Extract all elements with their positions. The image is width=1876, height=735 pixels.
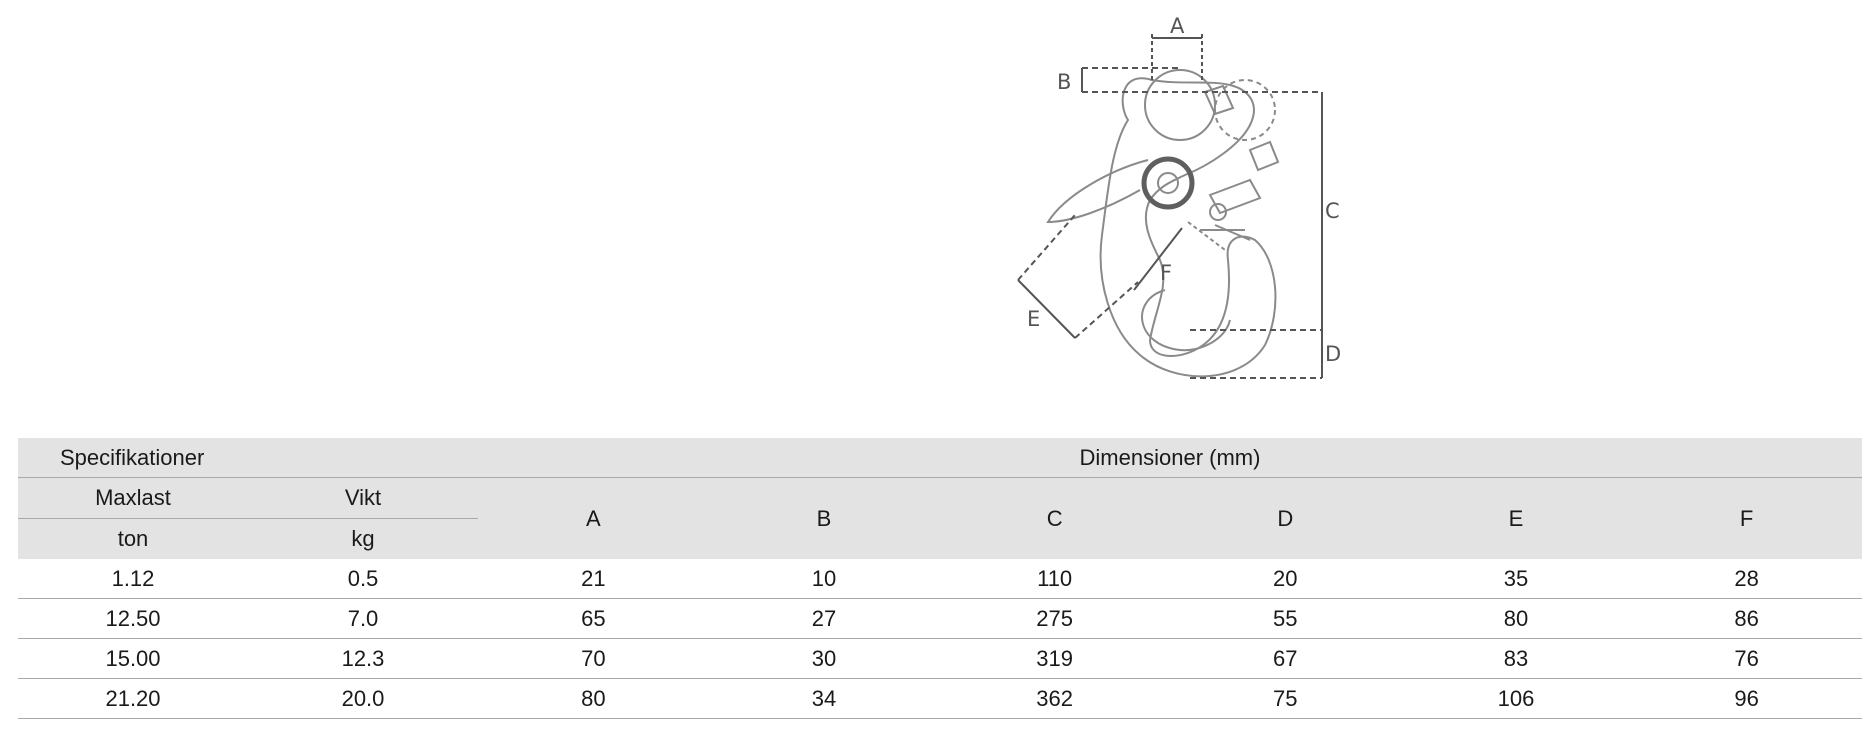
header-dim-f: F <box>1631 477 1862 559</box>
hook-pin <box>1141 156 1195 210</box>
header-dim-a: A <box>478 477 709 559</box>
cell-dim-a: 21 <box>478 559 709 599</box>
cell-dim-d: 20 <box>1169 559 1401 599</box>
header-unit-kg: kg <box>248 518 478 559</box>
diagram-label-c: C <box>1325 199 1340 223</box>
cell-dim-d: 55 <box>1169 598 1401 639</box>
cell-weight: 20.0 <box>248 678 478 719</box>
diagram-label-f: F <box>1160 261 1172 285</box>
table-row: 21.20 20.0 80 34 362 75 106 96 <box>18 678 1862 719</box>
cell-dim-a: 70 <box>478 638 709 679</box>
cell-dim-c: 362 <box>939 678 1170 719</box>
cell-dim-b: 10 <box>708 559 940 599</box>
cell-max-load: 21.20 <box>18 678 248 719</box>
table-row: 1.12 0.5 21 10 110 20 35 28 <box>18 559 1862 599</box>
cell-dim-f: 76 <box>1631 638 1862 679</box>
cell-dim-b: 27 <box>708 598 940 639</box>
header-weight: Vikt <box>248 477 478 519</box>
table-row: 15.00 12.3 70 30 319 67 83 76 <box>18 638 1862 679</box>
header-unit-ton: ton <box>18 518 248 559</box>
specification-table: Specifikationer Dimensioner (mm) Maxlast… <box>18 438 1862 719</box>
cell-dim-a: 80 <box>478 678 709 719</box>
cell-weight: 0.5 <box>248 559 478 599</box>
hook-pin-center <box>1157 172 1179 194</box>
hook-dimension-diagram: A B C D E F <box>1017 14 1341 379</box>
cell-weight: 7.0 <box>248 598 478 639</box>
header-dim-e: E <box>1400 477 1632 559</box>
cell-dim-e: 80 <box>1400 598 1632 639</box>
cell-dim-e: 35 <box>1400 559 1632 599</box>
cell-max-load: 15.00 <box>18 638 248 679</box>
cell-weight: 12.3 <box>248 638 478 679</box>
diagram-label-e: E <box>1027 307 1040 331</box>
cell-dim-b: 34 <box>708 678 940 719</box>
cell-dim-f: 96 <box>1631 678 1862 719</box>
table-row: 12.50 7.0 65 27 275 55 80 86 <box>18 598 1862 639</box>
cell-dim-d: 67 <box>1169 638 1401 679</box>
header-dim-c: C <box>939 477 1170 559</box>
cell-dim-b: 30 <box>708 638 940 679</box>
header-dim-b: B <box>708 477 940 559</box>
cell-dim-f: 28 <box>1631 559 1862 599</box>
diagram-label-d: D <box>1325 342 1341 366</box>
cell-dim-e: 106 <box>1400 678 1632 719</box>
cell-max-load: 12.50 <box>18 598 248 639</box>
diagram-label-b: B <box>1057 70 1071 94</box>
cell-dim-f: 86 <box>1631 598 1862 639</box>
header-specifications: Specifikationer <box>18 438 478 478</box>
header-dimensions: Dimensioner (mm) <box>478 438 1862 478</box>
cell-dim-c: 319 <box>939 638 1170 679</box>
cell-dim-c: 275 <box>939 598 1170 639</box>
cell-dim-c: 110 <box>939 559 1170 599</box>
cell-dim-d: 75 <box>1169 678 1401 719</box>
cell-max-load: 1.12 <box>18 559 248 599</box>
header-max-load: Maxlast <box>18 477 248 519</box>
cell-dim-e: 83 <box>1400 638 1632 679</box>
diagram-label-a: A <box>1170 14 1185 38</box>
dimension-lines <box>1017 34 1323 379</box>
header-dim-d: D <box>1169 477 1401 559</box>
cell-dim-a: 65 <box>478 598 709 639</box>
hook-outline <box>1046 69 1280 378</box>
